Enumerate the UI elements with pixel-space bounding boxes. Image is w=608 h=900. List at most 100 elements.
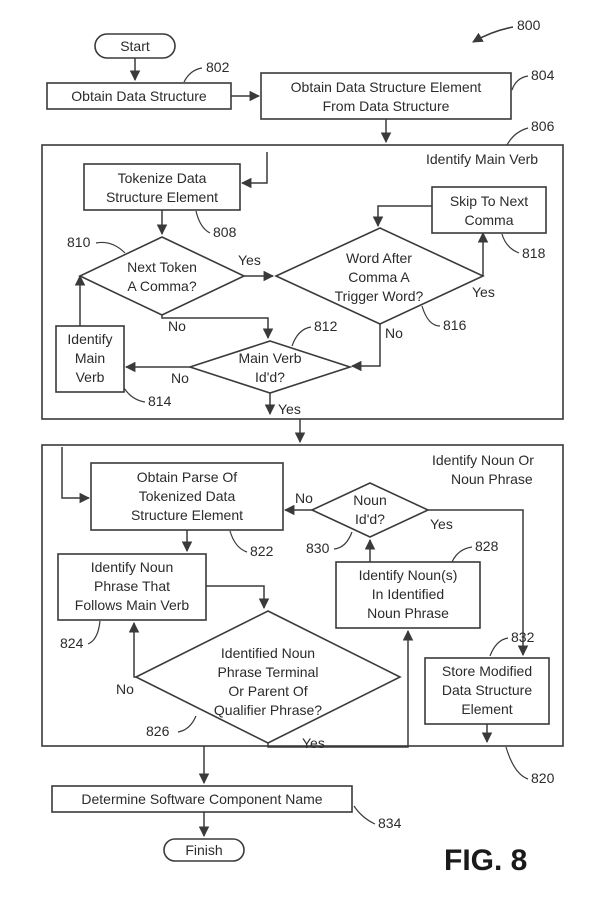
determine-label: Determine Software Component Name xyxy=(81,791,322,807)
ref-828-leader xyxy=(451,546,473,563)
main-verb-identified-decision xyxy=(187,340,353,394)
arrow-np-to-terminal xyxy=(206,585,270,610)
identify-noun-phrase-group xyxy=(41,444,564,747)
arrow-comma-no xyxy=(161,315,274,340)
comma-no-label: No xyxy=(168,318,186,334)
comma-label-2: A Comma? xyxy=(127,278,196,294)
trigger-no-label: No xyxy=(385,325,403,341)
noun-no-label: No xyxy=(295,490,313,506)
terminal-label-1: Identified Noun xyxy=(221,645,315,661)
arrow-terminal-yes xyxy=(267,629,414,748)
noun-idd-label-2: Id'd? xyxy=(355,511,385,527)
store-label-1: Store Modified xyxy=(442,663,532,679)
ref-830: 830 xyxy=(306,540,330,556)
ref-822-leader xyxy=(229,530,248,553)
noun-identified-decision xyxy=(310,482,430,538)
finish-label: Finish xyxy=(185,842,222,858)
identify-noun-title-1: Identify Noun Or xyxy=(432,452,534,468)
parse-label-3: Structure Element xyxy=(131,507,243,523)
figure-label: FIG. 8 xyxy=(444,844,527,877)
obtain-element-label-1: Obtain Data Structure Element xyxy=(291,79,482,95)
verb-idd-label-1: Main Verb xyxy=(238,350,301,366)
ref-814: 814 xyxy=(148,393,172,409)
finish-terminal xyxy=(163,838,245,862)
ref-800: 800 xyxy=(517,17,541,33)
terminal-label-2: Phrase Terminal xyxy=(218,664,319,680)
verb-idd-label-2: Id'd? xyxy=(255,369,285,385)
trigger-label-1: Word After xyxy=(346,250,412,266)
ref-818: 818 xyxy=(522,245,546,261)
ref-800-arrow xyxy=(472,26,514,43)
noun-yes-label: Yes xyxy=(430,516,453,532)
ref-802: 802 xyxy=(206,59,230,75)
arrow-trigger-no xyxy=(350,324,381,372)
ref-806: 806 xyxy=(531,118,555,134)
ref-820-leader xyxy=(505,746,529,780)
ref-834-leader xyxy=(353,805,376,825)
ref-826-leader xyxy=(177,715,197,733)
identify-verb-label-3: Verb xyxy=(76,369,105,385)
identify-verb-label-2: Main xyxy=(75,350,105,366)
ref-832: 832 xyxy=(511,629,535,645)
parse-label-2: Tokenized Data xyxy=(139,488,236,504)
skip-next-comma-box xyxy=(431,186,547,234)
ref-804-leader xyxy=(511,75,529,91)
terminal-label-3: Or Parent Of xyxy=(228,683,307,699)
trigger-yes-label: Yes xyxy=(472,284,495,300)
verb-yes-label: Yes xyxy=(278,401,301,417)
store-label-2: Data Structure xyxy=(442,682,532,698)
parse-label-1: Obtain Parse Of xyxy=(137,469,237,485)
identify-noun-phrase-box xyxy=(57,553,207,621)
ref-822: 822 xyxy=(250,543,274,559)
arrow-into-parse xyxy=(61,447,91,504)
obtain-parse-box xyxy=(90,462,284,531)
ref-804: 804 xyxy=(531,67,555,83)
ref-812: 812 xyxy=(314,318,338,334)
ref-818-leader xyxy=(501,233,520,254)
identify-main-verb-title: Identify Main Verb xyxy=(426,151,538,167)
obtain-element-label-2: From Data Structure xyxy=(323,98,450,114)
np-follow-label-1: Identify Noun xyxy=(91,559,174,575)
identify-main-verb-group xyxy=(41,144,564,420)
determine-name-box xyxy=(51,785,353,813)
arrow-terminal-no xyxy=(128,621,140,678)
ref-808-leader xyxy=(195,210,211,234)
arrow-into-tokenize xyxy=(240,152,268,189)
trigger-label-3: Trigger Word? xyxy=(335,288,424,304)
identify-nouns-box xyxy=(335,561,481,629)
np-follow-label-2: Phrase That xyxy=(94,578,170,594)
arrow-skip-to-trigger xyxy=(372,205,432,228)
ref-830-leader xyxy=(333,531,353,550)
identify-verb-label-1: Identify xyxy=(67,331,112,347)
ref-812-leader xyxy=(291,326,312,347)
tokenize-label-2: Structure Element xyxy=(106,189,218,205)
terminal-label-4: Qualifier Phrase? xyxy=(214,702,322,718)
skip-label-2: Comma xyxy=(464,212,513,228)
ref-826: 826 xyxy=(146,723,170,739)
obtain-data-structure-box xyxy=(46,82,232,110)
nouns-label-3: Noun Phrase xyxy=(367,605,449,621)
ref-834: 834 xyxy=(378,815,402,831)
identify-noun-title-2: Noun Phrase xyxy=(451,471,533,487)
tokenize-label-1: Tokenize Data xyxy=(118,170,207,186)
ref-820: 820 xyxy=(531,770,555,786)
ref-814-leader xyxy=(123,387,146,403)
trigger-label-2: Comma A xyxy=(348,269,410,285)
next-token-comma-decision xyxy=(78,236,246,316)
ref-808: 808 xyxy=(213,224,237,240)
ref-816: 816 xyxy=(443,317,467,333)
terminal-yes-label: Yes xyxy=(302,735,325,751)
nouns-label-2: In Identified xyxy=(372,586,444,602)
ref-832-leader xyxy=(489,637,509,657)
terminal-no-label: No xyxy=(116,681,134,697)
ref-824: 824 xyxy=(60,635,84,651)
obtain-data-structure-label: Obtain Data Structure xyxy=(71,88,207,104)
store-modified-box xyxy=(424,657,550,725)
ref-802-leader xyxy=(183,67,203,83)
ref-810: 810 xyxy=(67,234,91,250)
ref-828: 828 xyxy=(475,538,499,554)
comma-yes-label: Yes xyxy=(238,252,261,268)
noun-idd-label-1: Noun xyxy=(353,492,386,508)
verb-no-label: No xyxy=(171,370,189,386)
